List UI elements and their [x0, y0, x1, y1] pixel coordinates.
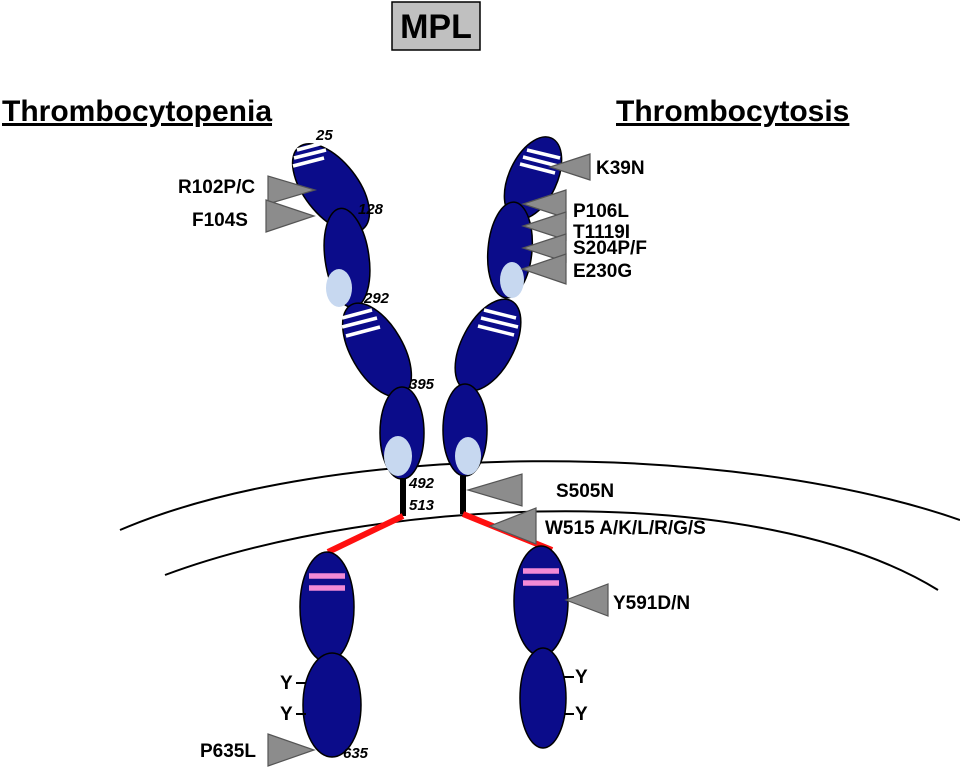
arrow-y591-icon	[564, 583, 609, 617]
residue-292: 292	[363, 290, 390, 307]
mutation-t119: T1119I	[573, 222, 630, 243]
right-tyrosine-label-1: Y	[575, 667, 588, 688]
left-cyto-domain-upper	[299, 551, 355, 663]
left-domain-d1	[291, 143, 371, 233]
right-tyrosine-label-2: Y	[575, 704, 588, 725]
arrow-p106-icon	[521, 189, 567, 219]
left-juxtamembrane-linker	[326, 513, 405, 555]
arrow-p635-icon	[267, 733, 316, 767]
mutation-k39: K39N	[596, 158, 645, 179]
right-d1-stripes	[519, 148, 561, 175]
right-d4-light-patch	[455, 437, 481, 475]
residue-25: 25	[315, 127, 333, 144]
arrow-e230-icon	[520, 253, 567, 285]
left-receptor-monomer	[291, 140, 425, 758]
mutation-r102: R102P/C	[178, 177, 255, 198]
right-cyto-domain-lower	[519, 647, 567, 749]
arrow-s204-icon	[521, 233, 567, 263]
left-tyrosine-sites: Y Y	[280, 673, 306, 725]
arrow-s505-icon	[465, 473, 523, 507]
right-domain-d3	[454, 298, 522, 392]
arrow-k39-icon	[548, 153, 591, 181]
mutation-y591: Y591D/N	[613, 593, 690, 614]
left-tyrosine-label-1: Y	[280, 673, 293, 694]
residue-492: 492	[408, 475, 435, 492]
left-cyto-domain-lower	[302, 652, 362, 758]
right-d3-stripes	[477, 308, 519, 337]
residue-513: 513	[409, 497, 435, 514]
left-tyrosine-label-2: Y	[280, 704, 293, 725]
right-d2-light-patch	[500, 262, 524, 298]
arrow-r102-icon	[267, 175, 318, 205]
heading-thrombocytopenia: Thrombocytopenia	[2, 95, 272, 128]
residue-128: 128	[358, 201, 384, 218]
left-d3-stripes	[341, 308, 381, 338]
diagram-title: MPL	[400, 8, 472, 46]
right-cyto-domain-upper	[513, 545, 569, 657]
arrow-f104-icon	[265, 199, 316, 233]
membrane-inner-arc	[164, 510, 939, 591]
mutation-p635: P635L	[200, 741, 256, 762]
mutation-w515: W515 A/K/L/R/G/S	[545, 518, 706, 539]
title-box: MPL	[391, 1, 481, 51]
left-d4-light-patch	[384, 436, 412, 476]
mutation-f104: F104S	[192, 210, 248, 231]
left-d1-stripes	[292, 140, 328, 168]
right-tyrosine-sites: Y Y	[564, 667, 588, 725]
arrow-t119-icon	[521, 211, 567, 241]
residue-635: 635	[343, 745, 369, 762]
mutation-s204: S204P/F	[573, 238, 647, 259]
left-d2-light-patch	[326, 269, 352, 307]
mutation-p106: P106L	[573, 201, 629, 222]
mutation-s505: S505N	[556, 481, 614, 502]
residue-395: 395	[409, 376, 435, 393]
arrow-w515-icon	[488, 507, 537, 545]
heading-thrombocytosis: Thrombocytosis	[616, 95, 849, 128]
membrane-outer-arc	[119, 460, 960, 531]
mutation-e230: E230G	[573, 261, 632, 282]
